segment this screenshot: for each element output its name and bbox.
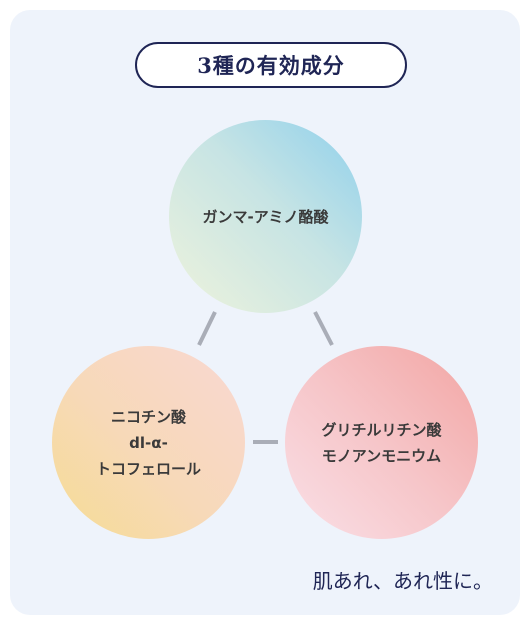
ingredient-label-line-2: dl-α-: [129, 433, 168, 452]
ingredient-circle-niacin-tocopherol: ニコチン酸 dl-α- トコフェロール: [52, 346, 245, 539]
ingredient-label-line-1: ニコチン酸: [110, 407, 186, 426]
ingredient-label-line-3: トコフェロール: [95, 459, 201, 478]
ingredient-circle-gaba: ガンマ-アミノ酪酸: [169, 120, 362, 313]
page-title: 3種の有効成分: [135, 42, 407, 88]
ingredient-label-line-1: グリチルリチン酸: [321, 420, 442, 439]
ingredient-label: ガンマ-アミノ酪酸: [202, 207, 329, 226]
ingredient-label-line-2: モノアンモニウム: [321, 446, 442, 465]
ingredient-circle-glycyrrhizinate: グリチルリチン酸 モノアンモニウム: [285, 346, 478, 539]
tagline: 肌あれ、あれ性に。: [312, 569, 493, 593]
